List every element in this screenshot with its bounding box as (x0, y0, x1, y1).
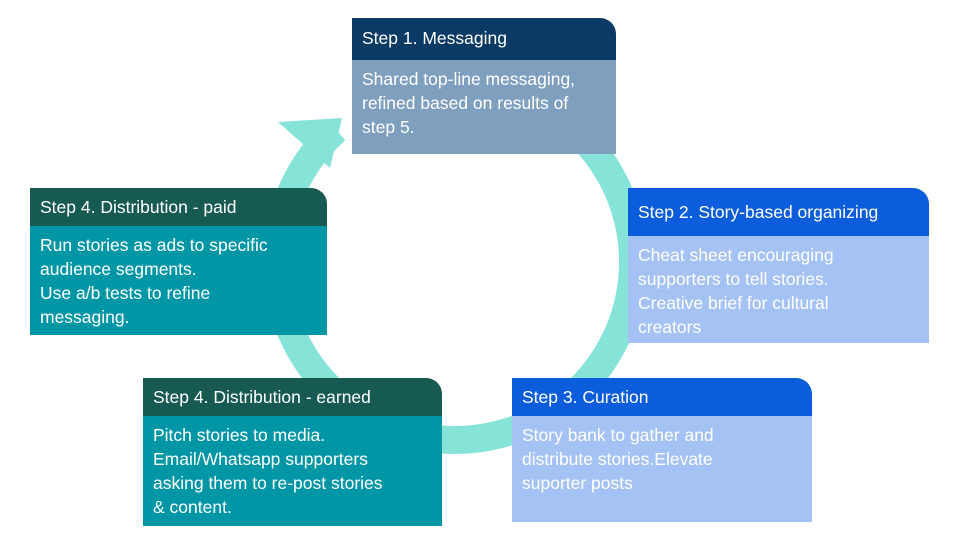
step-4-earned-description-line: Email/Whatsapp supporters (153, 449, 368, 469)
step-3-description-line: suporter posts (522, 473, 633, 493)
step-1-messaging-box: Step 1. Messaging Shared top-line messag… (352, 18, 616, 154)
step-2-description-line: Cheat sheet encouraging (638, 245, 834, 265)
step-4-paid-description: Run stories as ads to specific audience … (30, 226, 327, 335)
step-2-description: Cheat sheet encouraging supporters to te… (628, 236, 929, 343)
step-4-paid-description-line: Use a/b tests to refine (40, 283, 211, 303)
step-4-earned-description-line: Pitch stories to media. (153, 425, 326, 445)
step-4-earned-description-line: asking them to re-post stories (153, 473, 383, 493)
step-4-distribution-paid-box: Step 4. Distribution - paid Run stories … (30, 188, 327, 335)
step-1-description-line: refined based on results of (362, 93, 569, 113)
step-4-paid-title: Step 4. Distribution - paid (30, 188, 327, 226)
step-2-description-line: supporters to tell stories. (638, 269, 829, 289)
step-4-earned-title: Step 4. Distribution - earned (143, 378, 442, 416)
step-3-description-line: Story bank to gather and (522, 425, 714, 445)
step-1-description-line: step 5. (362, 117, 415, 137)
step-2-description-line: Creative brief for cultural (638, 293, 829, 313)
step-4-earned-description: Pitch stories to media. Email/Whatsapp s… (143, 416, 442, 526)
step-2-title: Step 2. Story-based organizing (628, 188, 929, 236)
step-3-description: Story bank to gather and distribute stor… (512, 416, 812, 522)
step-3-curation-box: Step 3. Curation Story bank to gather an… (512, 378, 812, 522)
cycle-arrowhead-icon (278, 118, 342, 168)
step-3-title: Step 3. Curation (512, 378, 812, 416)
step-1-description-line: Shared top-line messaging, (362, 69, 576, 89)
step-4-paid-description-line: Run stories as ads to specific (40, 235, 268, 255)
step-3-description-line: distribute stories.Elevate (522, 449, 713, 469)
step-4-earned-description-line: & content. (153, 497, 232, 517)
step-4-paid-description-line: messaging. (40, 307, 130, 327)
step-2-description-line: creators (638, 317, 702, 337)
step-1-title: Step 1. Messaging (352, 18, 616, 60)
step-2-story-based-organizing-box: Step 2. Story-based organizing Cheat she… (628, 188, 929, 343)
step-4-paid-description-line: audience segments. (40, 259, 197, 279)
step-1-description: Shared top-line messaging, refined based… (352, 60, 616, 154)
step-4-distribution-earned-box: Step 4. Distribution - earned Pitch stor… (143, 378, 442, 526)
